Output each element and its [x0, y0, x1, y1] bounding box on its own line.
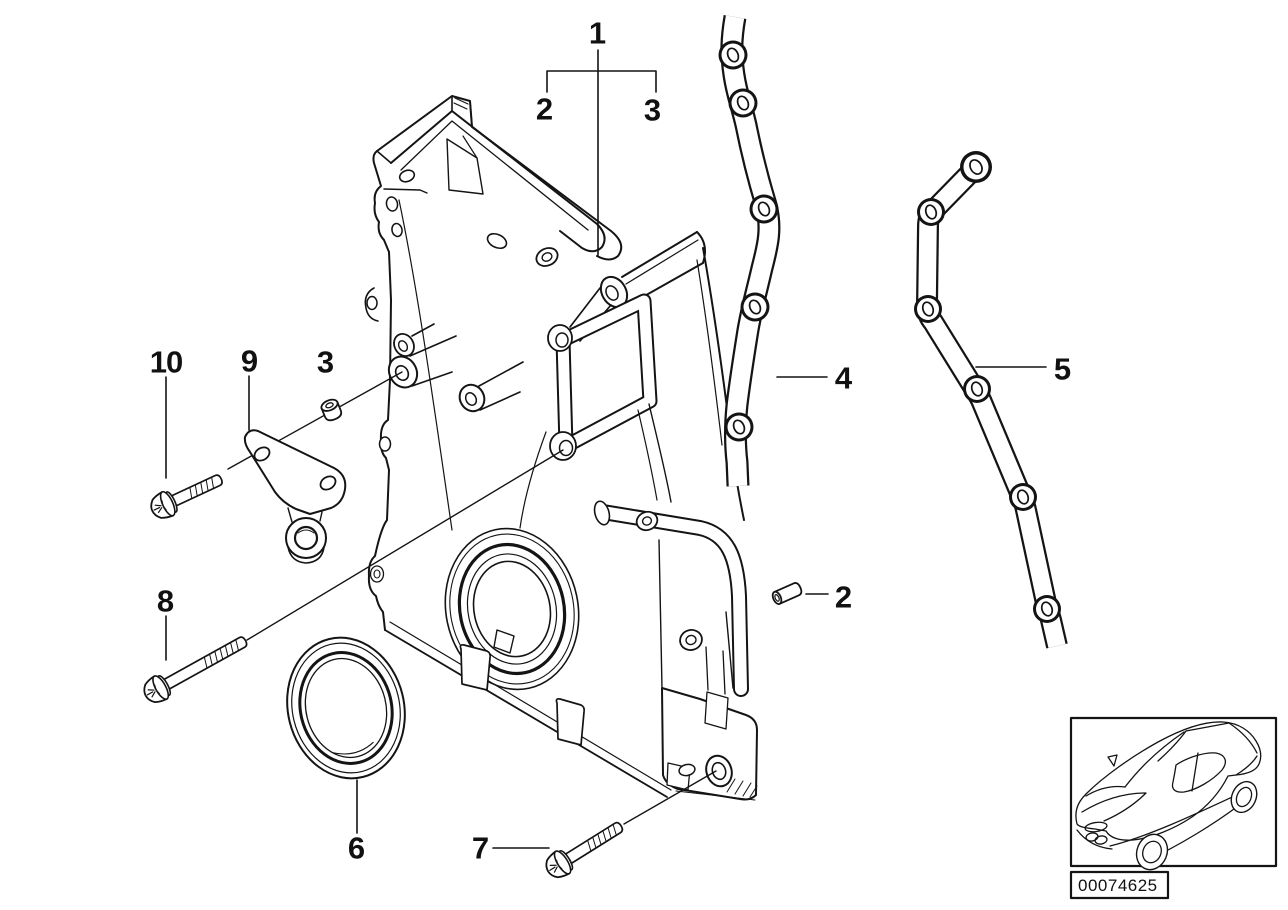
- gasket-4-part[interactable]: [718, 15, 781, 487]
- bracket-9-part[interactable]: [243, 429, 347, 564]
- callout-4[interactable]: 4: [834, 360, 852, 396]
- callout-7[interactable]: 7: [471, 830, 489, 866]
- image-code-label: 00074625: [1078, 876, 1158, 895]
- bolt-7-part[interactable]: [541, 815, 628, 883]
- seal-ring-6-part[interactable]: [273, 625, 420, 791]
- callout-10[interactable]: 10: [149, 344, 183, 380]
- callout-9[interactable]: 9: [240, 343, 258, 379]
- callout-5[interactable]: 5: [1053, 351, 1071, 387]
- callout-6[interactable]: 6: [347, 830, 365, 866]
- callout-8[interactable]: 8: [156, 583, 174, 619]
- callout-1[interactable]: 1: [588, 15, 606, 51]
- image-code-box: [1069, 870, 1170, 900]
- timing-cover-part[interactable]: [364, 95, 758, 801]
- callout-2-top[interactable]: 2: [535, 91, 553, 127]
- leader-lines: [165, 49, 1047, 849]
- callout-3-top[interactable]: 3: [643, 92, 661, 128]
- gasket-5-part[interactable]: [914, 151, 1068, 649]
- callout-3-left[interactable]: 3: [316, 344, 334, 380]
- bolt-10-part[interactable]: [147, 467, 227, 523]
- car-thumbnail: [1069, 716, 1278, 871]
- bolt-8-part[interactable]: [139, 629, 251, 707]
- dowel-pin-2-part[interactable]: [771, 582, 803, 606]
- callout-2-right[interactable]: 2: [834, 579, 852, 615]
- nut-3-part[interactable]: [320, 397, 343, 422]
